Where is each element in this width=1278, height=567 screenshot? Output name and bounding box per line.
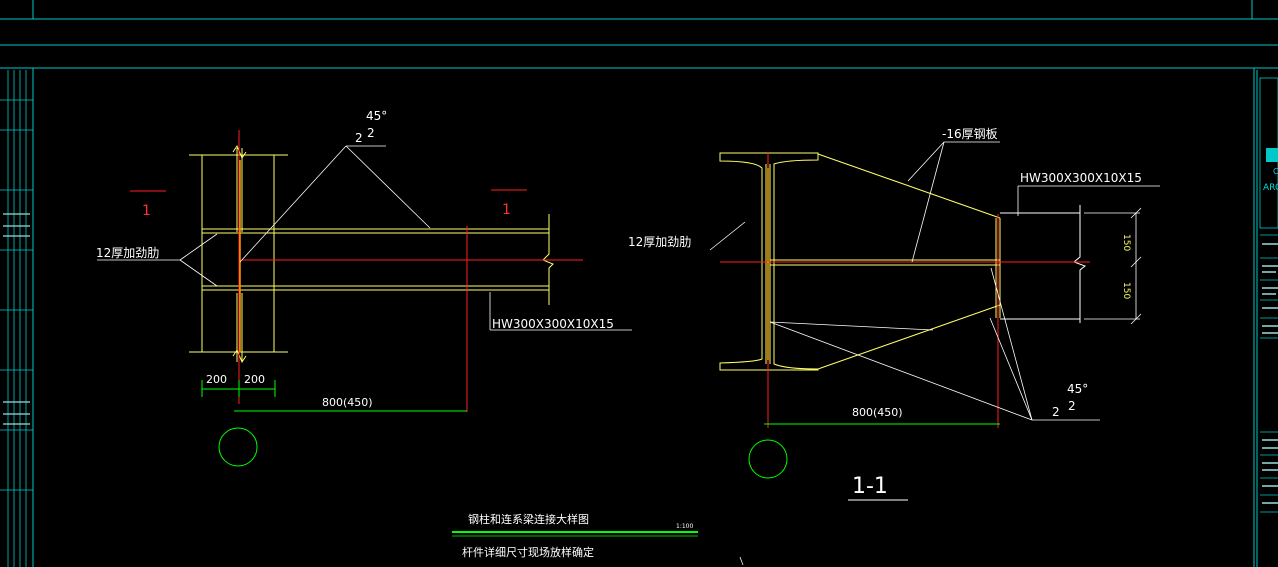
section-title: 1-1 bbox=[852, 474, 888, 499]
left-angle-label: 45° bbox=[366, 109, 387, 123]
right-beam-web bbox=[770, 259, 1000, 266]
right-plate-label: -16厚钢板 bbox=[942, 127, 998, 141]
left-beam-label: HW300X300X10X15 bbox=[492, 317, 614, 331]
right-beam-label: HW300X300X10X15 bbox=[1020, 171, 1142, 185]
left-section-mark-lines bbox=[130, 189, 527, 192]
drawing-title: 钢柱和连系梁连接大样图 bbox=[468, 512, 589, 526]
section-mark-left: 1 bbox=[142, 203, 151, 219]
right-dim-upper: 150 bbox=[1121, 234, 1131, 251]
drawing-scale: 1:100 bbox=[676, 523, 693, 530]
stray-tick bbox=[739, 556, 744, 566]
right-weld-label-a: 2 bbox=[1052, 405, 1060, 419]
left-stiffener-label: 12厚加劲肋 bbox=[96, 245, 159, 260]
left-revision-table bbox=[0, 70, 33, 567]
right-vertical-dimension bbox=[1084, 207, 1142, 325]
title-block-fragment-c: C bbox=[1273, 167, 1278, 176]
right-beam-end[interactable] bbox=[1000, 205, 1087, 323]
left-weld-label-a: 2 bbox=[355, 131, 363, 145]
title-block-fragment-arc: ARC bbox=[1263, 183, 1278, 193]
left-table-marks bbox=[3, 213, 30, 425]
title-block-logo bbox=[1266, 148, 1278, 162]
right-leaders bbox=[709, 141, 1160, 421]
right-stiffener-label: 12厚加劲肋 bbox=[628, 234, 691, 249]
drawing-note: 杆件详细尺寸现场放样确定 bbox=[462, 545, 594, 559]
section-mark-right: 1 bbox=[502, 202, 511, 218]
right-axis-bubble bbox=[748, 439, 788, 479]
left-leaders bbox=[97, 145, 632, 331]
left-dim-200-left: 200 bbox=[206, 373, 227, 386]
right-dim-length: 800(450) bbox=[852, 406, 903, 419]
right-column-section[interactable] bbox=[719, 152, 819, 371]
right-centerlines bbox=[720, 152, 1090, 428]
title-block bbox=[1259, 77, 1278, 513]
left-dim-200-right: 200 bbox=[244, 373, 265, 386]
left-centerlines bbox=[238, 130, 583, 412]
right-weld-label-b: 2 bbox=[1068, 399, 1076, 413]
left-weld-label-b: 2 bbox=[367, 126, 375, 140]
left-beam[interactable] bbox=[242, 214, 554, 305]
left-axis-bubble bbox=[218, 427, 258, 467]
left-dim-length: 800(450) bbox=[322, 396, 373, 409]
title-block-marks bbox=[1262, 243, 1278, 504]
right-angle-label: 45° bbox=[1067, 382, 1088, 396]
left-column[interactable] bbox=[189, 144, 288, 364]
left-dimension-lines bbox=[201, 380, 467, 412]
right-dim-lower: 150 bbox=[1121, 282, 1131, 299]
